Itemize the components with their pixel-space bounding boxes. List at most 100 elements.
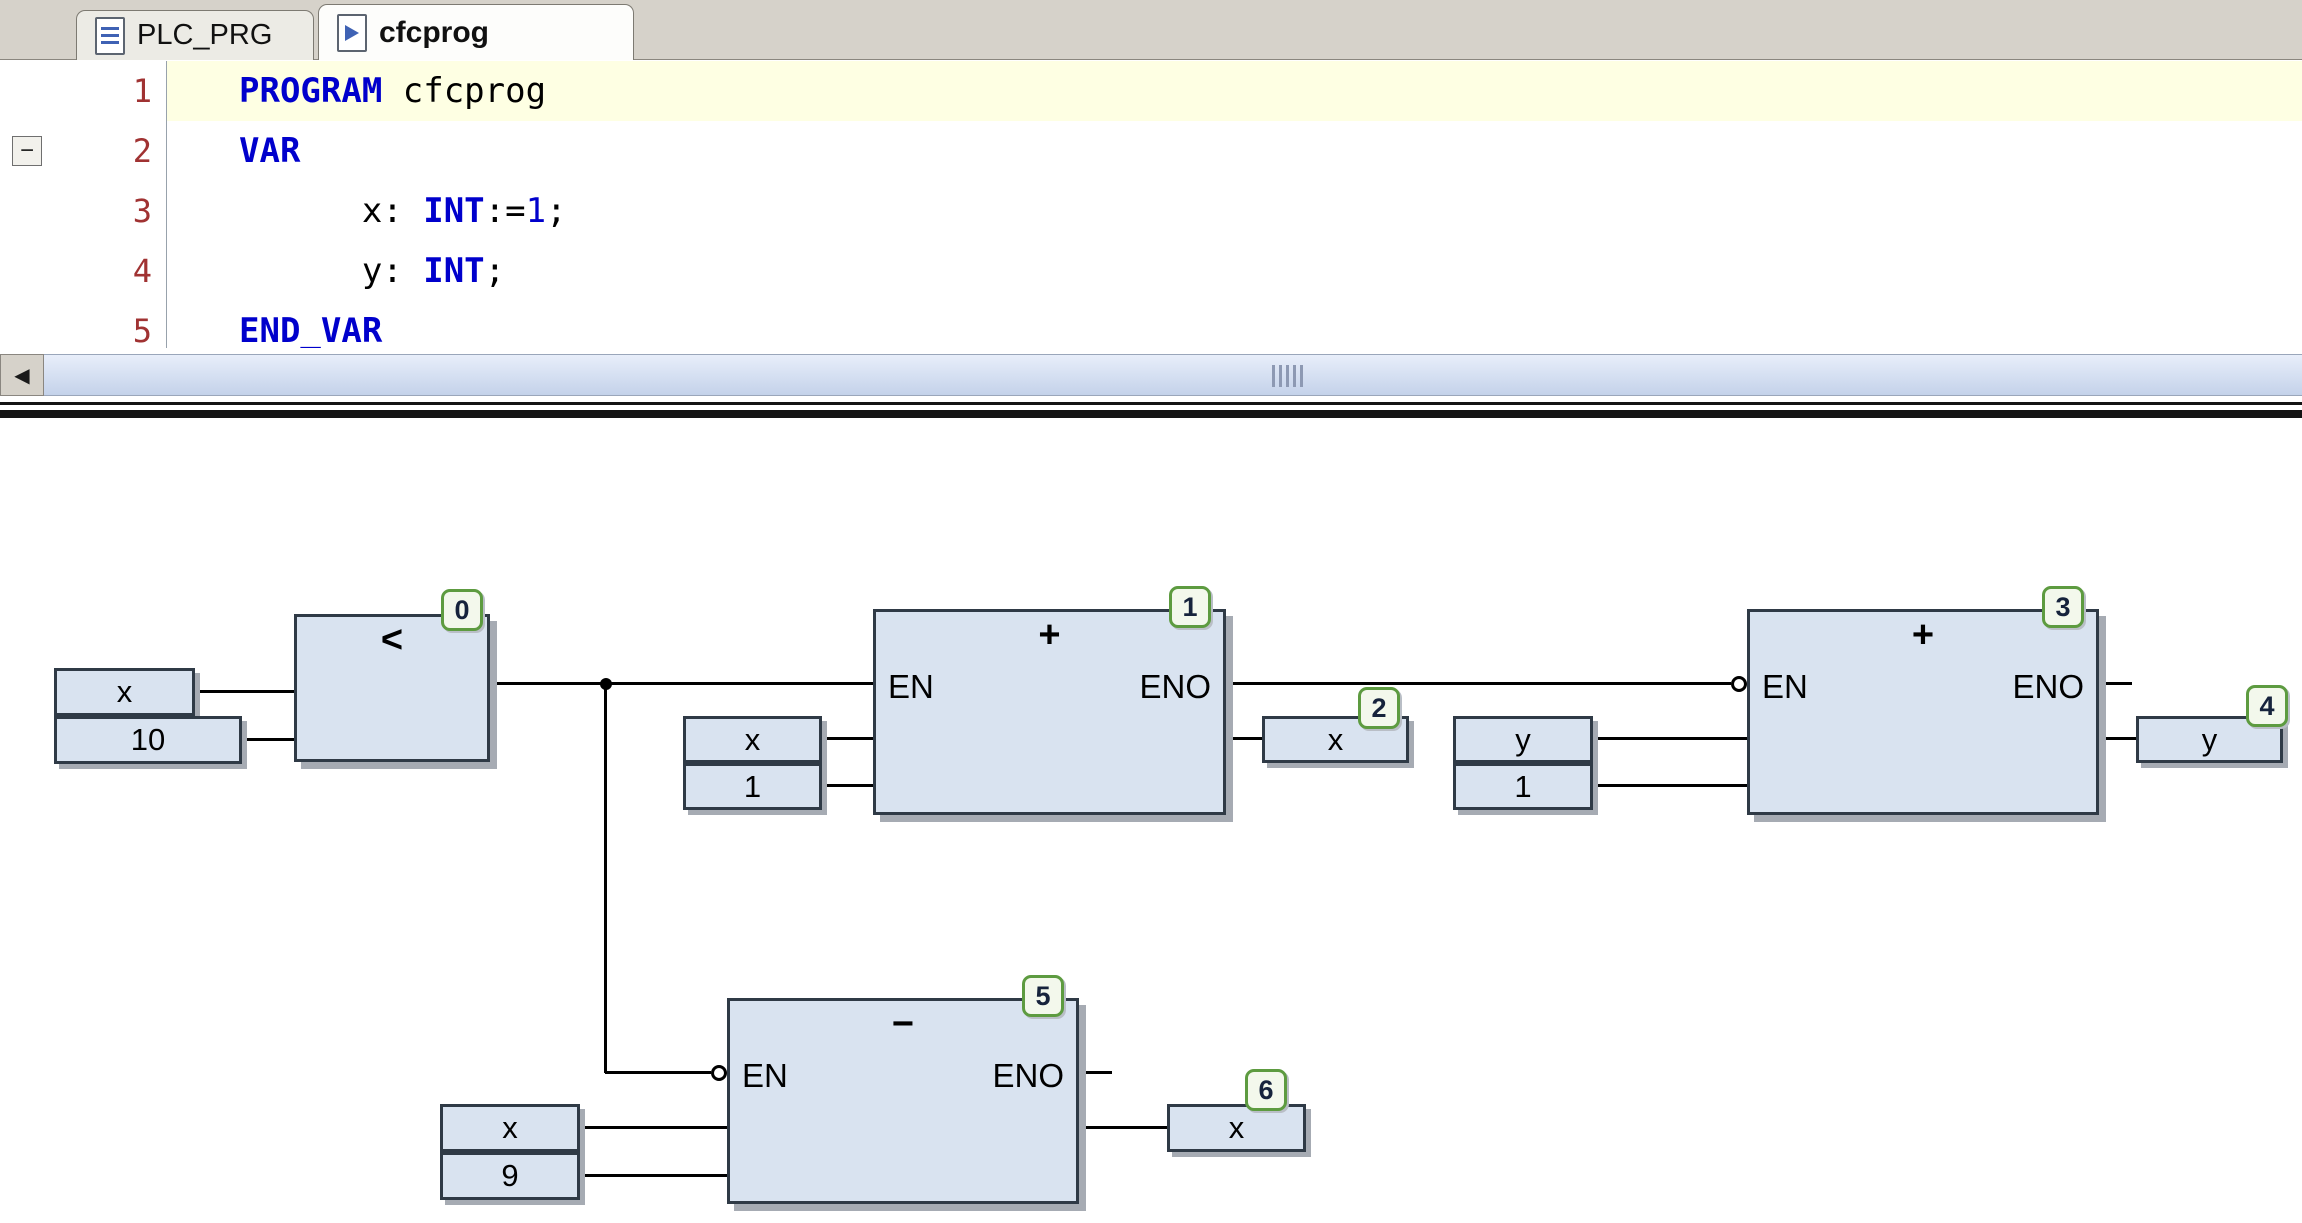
tab-plc-prg[interactable]: PLC_PRG	[76, 10, 314, 60]
input-box[interactable]: 1	[683, 763, 822, 810]
cfc-document-icon	[337, 13, 367, 52]
eno-label: ENO	[2012, 668, 2084, 705]
input-value: 9	[501, 1158, 519, 1193]
fold-margin	[0, 61, 56, 121]
input-value: x	[502, 1110, 518, 1145]
fb-block-add-3[interactable]: + EN ENO 3	[1747, 586, 2099, 815]
scrollbar-grip[interactable]	[1272, 365, 1303, 387]
code-token: 1	[525, 191, 547, 231]
horizontal-scrollbar: ◀	[0, 354, 2302, 396]
en-label: EN	[742, 1057, 788, 1094]
code-token: ;	[484, 251, 506, 291]
input-value: 10	[130, 722, 166, 757]
fold-margin	[0, 301, 56, 348]
block-badge: 5	[1022, 975, 1064, 1017]
input-box[interactable]: x	[440, 1104, 580, 1152]
input-box[interactable]: x	[683, 716, 822, 763]
input-value: 1	[1514, 768, 1532, 804]
line-number: 3	[132, 192, 152, 230]
fb-block-add-1[interactable]: + EN ENO 1	[873, 586, 1226, 815]
cfc-canvas[interactable]: < 0 x 10 + EN ENO 1 x 1 x 2 + EN ENO 3 y…	[0, 420, 2302, 1223]
line-number: 1	[132, 72, 152, 110]
wire	[242, 738, 294, 741]
output-box[interactable]: x 2	[1262, 687, 1409, 763]
input-box[interactable]: y	[1453, 716, 1593, 763]
scroll-left-button[interactable]: ◀	[0, 354, 44, 396]
output-value: x	[1228, 1110, 1245, 1145]
block-badge: 0	[441, 589, 483, 631]
fold-toggle[interactable]: −	[12, 136, 42, 166]
code-line: − 2 VAR	[0, 121, 2302, 181]
scroll-left-icon: ◀	[14, 364, 30, 387]
input-value: x	[116, 674, 133, 709]
code-token: INT	[423, 251, 485, 291]
output-box[interactable]: y 4	[2136, 685, 2288, 763]
fold-margin	[0, 241, 56, 301]
wire	[580, 1126, 727, 1129]
code-text: VAR	[166, 121, 2302, 181]
wire	[1226, 737, 1262, 740]
output-badge: 6	[1245, 1069, 1287, 1111]
code-line: 3 x: INT:=1;	[0, 181, 2302, 241]
output-value: x	[1327, 721, 1344, 757]
block-title: −	[891, 1003, 915, 1045]
document-lines-icon	[95, 16, 125, 55]
code-token: cfcprog	[382, 71, 547, 111]
code-token: ;	[546, 191, 567, 231]
wire	[604, 684, 607, 1073]
code-line: 4 y: INT;	[0, 241, 2302, 301]
code-token: y:	[239, 251, 424, 291]
output-box[interactable]: x 6	[1167, 1069, 1306, 1152]
wire	[1593, 784, 1747, 787]
wire	[822, 784, 873, 787]
code-token: INT	[423, 191, 485, 231]
pane-splitter[interactable]	[0, 410, 2302, 418]
editor-tabbar: PLC_PRG cfcprog	[0, 0, 2302, 60]
en-label: EN	[1762, 668, 1808, 705]
block-badge: 1	[1169, 586, 1211, 628]
wire	[490, 682, 873, 685]
eno-label: ENO	[992, 1057, 1064, 1094]
input-box[interactable]: 9	[440, 1152, 580, 1200]
input-value: x	[744, 721, 761, 757]
code-text: END_VAR	[166, 301, 2302, 348]
code-text: PROGRAM cfcprog	[166, 61, 2302, 121]
line-number: 2	[132, 132, 152, 170]
wire	[1226, 682, 1731, 685]
negation-circle	[711, 1065, 727, 1081]
code-token: VAR	[239, 131, 301, 171]
output-value: y	[2201, 721, 2218, 757]
code-token: x:	[239, 191, 424, 231]
code-line: 5 END_VAR	[0, 301, 2302, 348]
wire	[2099, 737, 2136, 740]
wire	[580, 1174, 727, 1177]
fold-margin: −	[0, 121, 56, 181]
fold-margin	[0, 181, 56, 241]
input-value: 1	[743, 768, 762, 804]
fb-block-lt[interactable]: < 0	[294, 589, 490, 762]
input-box[interactable]: 10	[54, 716, 242, 764]
tab-label: cfcprog	[379, 15, 490, 49]
fb-block-sub-5[interactable]: − EN ENO 5	[727, 975, 1079, 1204]
code-token: END_VAR	[239, 311, 383, 348]
output-badge: 2	[1358, 687, 1400, 729]
block-title: +	[1911, 614, 1935, 656]
code-token: PROGRAM	[239, 71, 383, 111]
block-title: +	[1038, 614, 1061, 656]
tab-cfcprog[interactable]: cfcprog	[318, 4, 634, 60]
block-badge: 3	[2042, 586, 2084, 628]
wire	[1593, 737, 1747, 740]
en-label: EN	[888, 668, 934, 705]
line-number: 5	[132, 312, 152, 348]
input-box[interactable]: 1	[1453, 763, 1593, 810]
code-text: y: INT;	[166, 241, 2302, 301]
code-token: :=	[484, 191, 526, 231]
block-title: <	[380, 619, 404, 661]
code-line: 1 PROGRAM cfcprog	[0, 61, 2302, 121]
input-box[interactable]: x	[54, 668, 195, 716]
scrollbar-track[interactable]	[44, 354, 2302, 396]
negation-circle	[1731, 676, 1747, 692]
code-editor[interactable]: 1 PROGRAM cfcprog − 2 VAR 3 x: INT:=1; 4…	[0, 61, 2302, 348]
output-badge: 4	[2246, 685, 2288, 727]
junction-dot	[600, 678, 612, 690]
